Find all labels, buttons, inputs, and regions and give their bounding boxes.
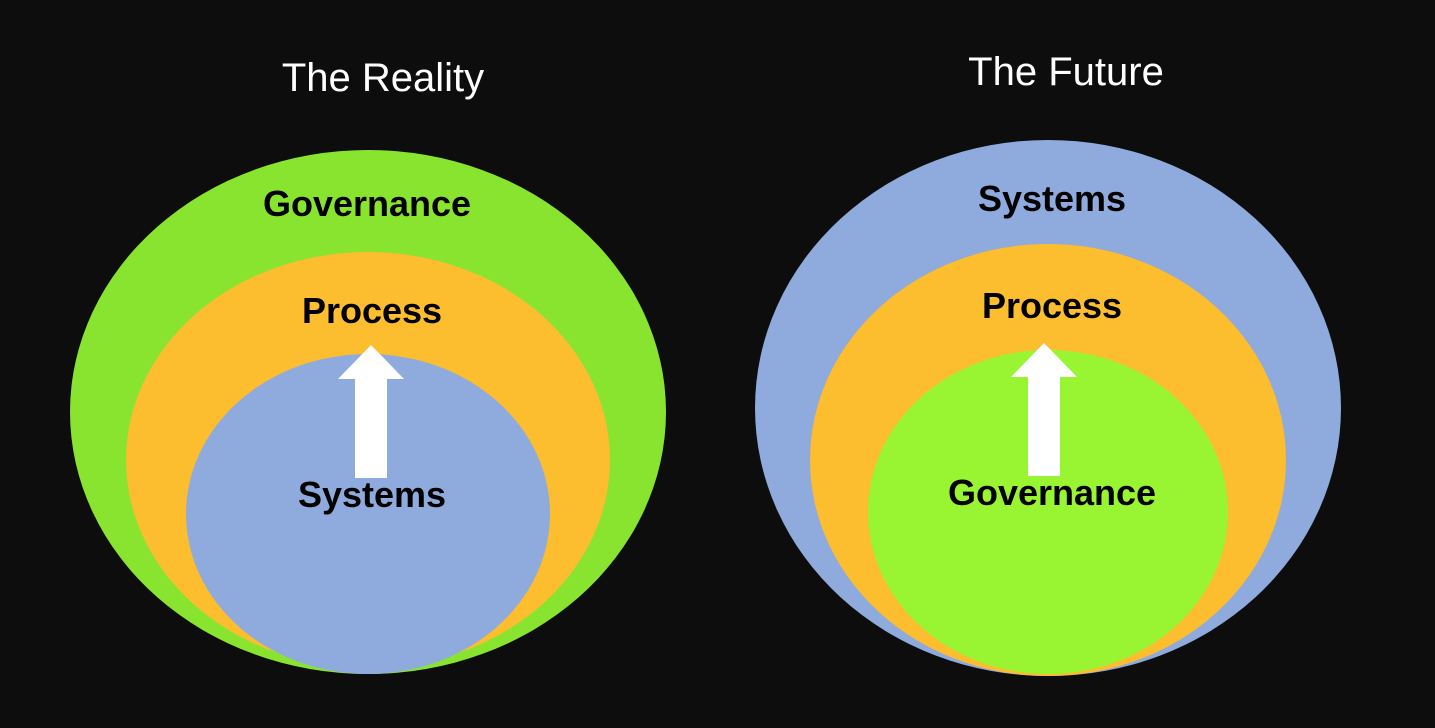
future-inner-label: Governance — [948, 472, 1156, 513]
future-diagram: Systems Process Governance — [755, 140, 1341, 676]
reality-inner-label: Systems — [298, 474, 446, 515]
reality-title: The Reality — [281, 56, 485, 100]
future-up-arrow-icon — [1011, 343, 1077, 476]
reality-outer-label: Governance — [263, 183, 471, 224]
reality-middle-label: Process — [302, 290, 442, 331]
future-inner-ring — [868, 350, 1228, 674]
future-middle-label: Process — [982, 285, 1122, 326]
future-title: The Future — [968, 50, 1164, 94]
reality-inner-ring — [186, 354, 550, 674]
reality-diagram: Governance Process Systems — [70, 150, 666, 674]
future-outer-label: Systems — [978, 178, 1126, 219]
reality-up-arrow-icon — [338, 345, 404, 478]
